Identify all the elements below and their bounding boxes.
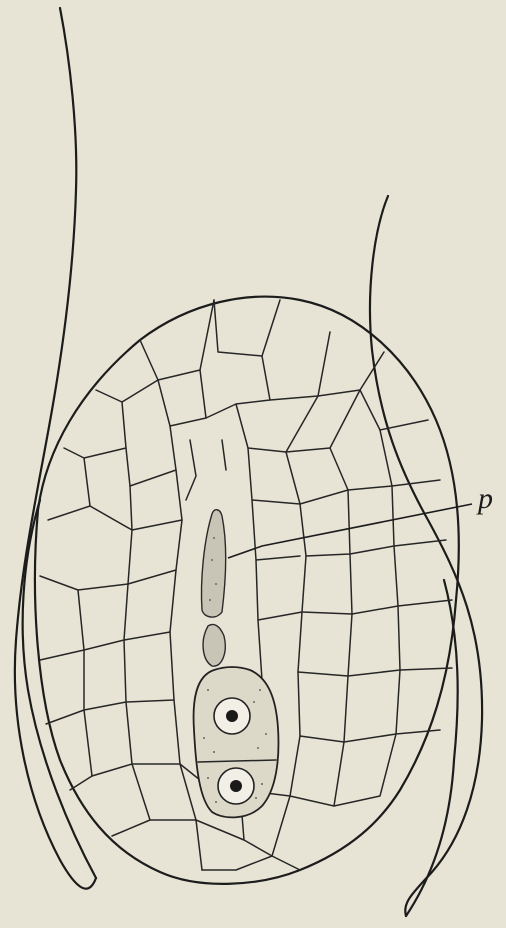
cell-wall: [258, 620, 262, 680]
cell-wall: [396, 730, 440, 734]
cell-wall: [64, 402, 126, 458]
cell-wall: [272, 796, 300, 870]
cell-wall: [124, 570, 176, 640]
cell-wall: [398, 600, 452, 606]
label-p: p: [476, 482, 493, 515]
cell-wall: [300, 490, 350, 556]
cell-wall: [344, 670, 400, 742]
annotation-p: p: [228, 482, 493, 558]
lower-nucleolus: [230, 780, 242, 792]
cell-wall: [330, 430, 392, 490]
cell-wall: [90, 486, 132, 530]
cell-wall: [214, 300, 280, 356]
cell-wall: [96, 380, 158, 402]
cell-wall: [222, 440, 226, 470]
cell-wall: [46, 710, 84, 724]
cell-wall: [352, 546, 398, 614]
cell-wall: [202, 856, 272, 870]
upper-nucleolus: [226, 710, 238, 722]
cell-wall: [84, 702, 132, 776]
cell-wall: [350, 486, 394, 554]
cell-wall: [40, 530, 132, 590]
cell-wall: [40, 590, 84, 660]
upper-degenerating-cell: [201, 510, 225, 617]
cell-wall: [150, 764, 196, 820]
cell-wall: [394, 540, 446, 546]
middle-degenerating-cell: [203, 624, 225, 666]
cell-wall: [84, 584, 128, 650]
cell-wall: [196, 820, 244, 840]
cell-wall: [70, 776, 92, 790]
cell-wall: [252, 500, 300, 560]
cell-wall: [84, 640, 126, 710]
upper-nucleus: [214, 698, 250, 734]
cell-wall: [196, 820, 202, 870]
cell-wall: [300, 490, 348, 504]
cell-wall: [256, 560, 302, 620]
cell-wall: [48, 458, 90, 520]
cell-wall: [126, 426, 176, 486]
cell-wall: [186, 440, 196, 500]
cell-wall: [290, 736, 344, 806]
cell-wall: [140, 300, 214, 380]
cell-wall: [286, 390, 360, 452]
cell-wall: [348, 606, 400, 676]
cell-wall: [392, 480, 440, 486]
cell-wall: [298, 672, 348, 742]
inner-integument-right: [406, 580, 458, 916]
inner-integument-left: [23, 500, 96, 878]
cell-wall: [248, 448, 300, 504]
cell-wall: [126, 632, 174, 702]
cell-wall: [400, 668, 452, 670]
cell-wall: [298, 612, 352, 676]
cell-wall: [262, 332, 330, 400]
cell-wall: [236, 396, 318, 452]
cell-wall: [112, 764, 150, 836]
lower-nucleus: [218, 768, 254, 804]
cell-wall: [132, 470, 182, 530]
cell-wall: [132, 700, 180, 764]
cell-wall: [302, 554, 352, 614]
cell-wall: [360, 390, 428, 430]
